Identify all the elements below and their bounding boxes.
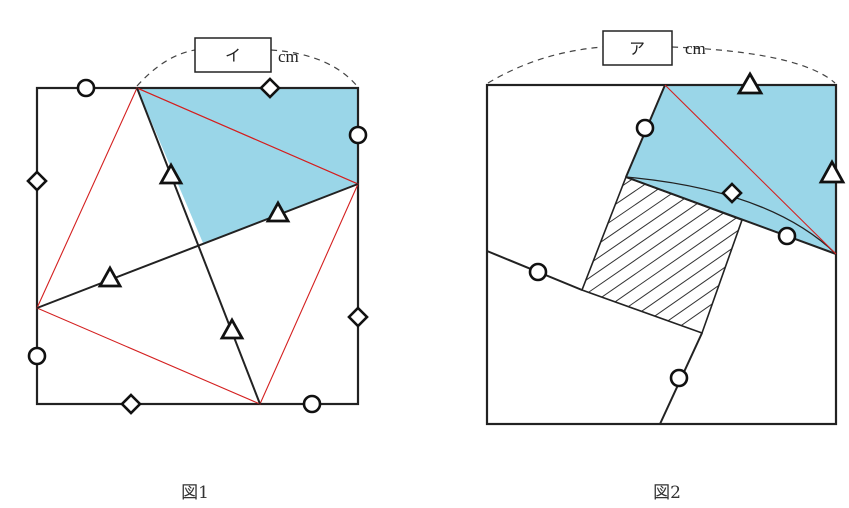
pinwheel-line-1b [36, 183, 359, 309]
red-diagonal-1 [136, 87, 359, 185]
triangle-mark [158, 162, 184, 185]
triangle-mark [219, 317, 245, 340]
triangle-mark [265, 200, 291, 223]
answer-box-2 [602, 30, 673, 66]
triangle-mark [736, 71, 764, 95]
figure-2: ア cm 図2 [485, 30, 846, 503]
line-square-to-corner [625, 176, 837, 255]
arc-2 [625, 176, 837, 255]
shaded-region-1 [137, 88, 358, 243]
circle-mark [76, 78, 96, 98]
caption-figure-1: 図1 [181, 483, 209, 503]
circle-mark [669, 368, 689, 388]
dashed-arc-1 [136, 49, 358, 87]
unit-label-2: cm [685, 39, 706, 58]
caption-figure-2: 図2 [653, 483, 681, 503]
red-diagonal-2 [664, 84, 837, 255]
figure-1: イ cm 図1 [26, 37, 369, 503]
circle-mark [348, 125, 368, 145]
diamond-mark [259, 77, 281, 99]
answer-box-1 [194, 37, 272, 73]
answer-box-label-1: イ [225, 46, 241, 65]
diamond-mark [347, 306, 369, 328]
dashed-arc-2 [487, 46, 836, 84]
diamond-mark [26, 170, 48, 192]
circle-mark [528, 262, 548, 282]
answer-box-label-2: ア [629, 39, 645, 58]
circle-mark [635, 118, 655, 138]
diamond-mark [120, 393, 142, 415]
circle-mark [302, 394, 322, 414]
unit-label-1: cm [278, 47, 299, 66]
shaded-region-2 [626, 85, 836, 254]
diamond-mark [721, 182, 743, 204]
triangle-mark [818, 159, 846, 184]
triangle-mark [97, 265, 123, 288]
circle-mark [777, 226, 797, 246]
circle-mark [27, 346, 47, 366]
outer-square-1 [35, 86, 360, 406]
outer-square-2 [485, 83, 838, 426]
